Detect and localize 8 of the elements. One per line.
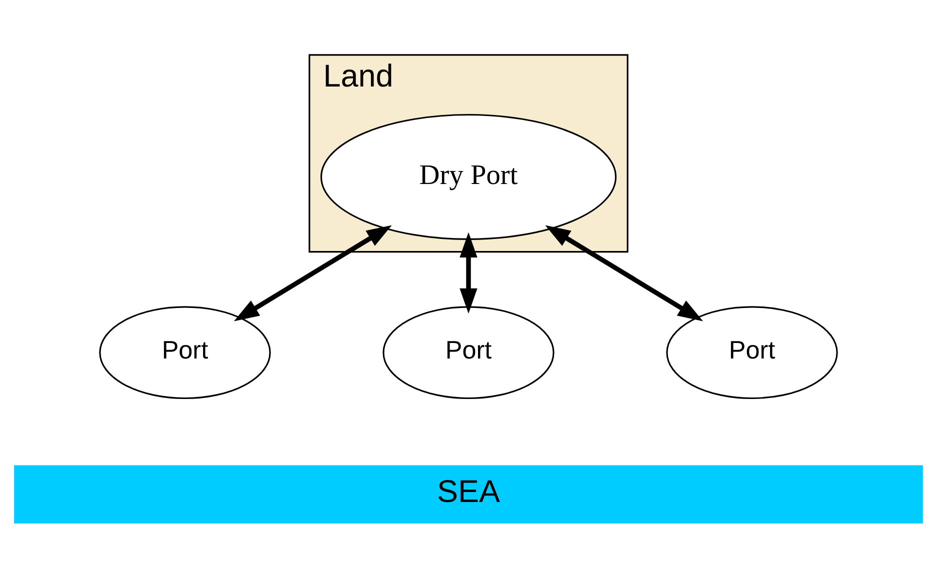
arrow bbox=[234, 225, 392, 322]
node-ellipse: Dry Port bbox=[320, 114, 617, 240]
node-ellipse: Port bbox=[382, 306, 554, 400]
node-ellipse: Port bbox=[99, 306, 271, 400]
node-box: SEA bbox=[14, 465, 923, 524]
arrow bbox=[460, 232, 478, 314]
arrow bbox=[545, 225, 704, 322]
node-ellipse: Port bbox=[666, 306, 838, 400]
